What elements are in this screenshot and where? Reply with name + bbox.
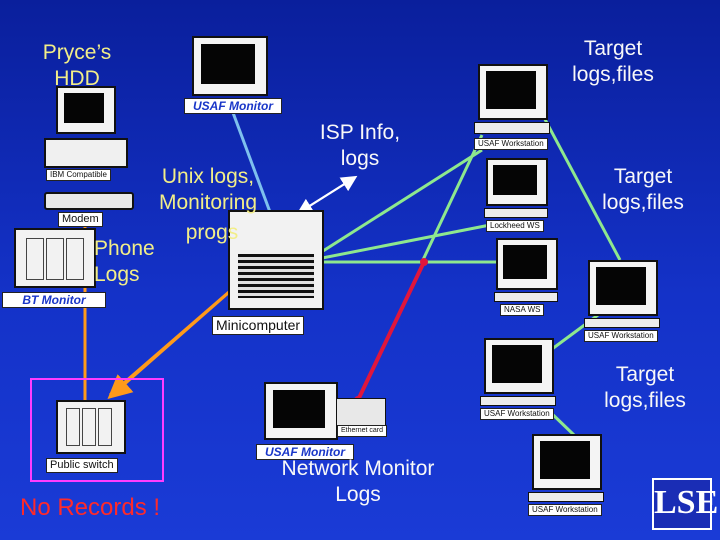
unix-logs-label: Unix logs, Monitoring [158,165,258,214]
usaf-workstation-1: USAF Workstation [474,64,552,150]
link-mini-to-lockheed [311,223,491,262]
usaf-monitor-top-label: USAF Monitor [184,98,282,114]
usaf-workstation-2: USAF Workstation [584,260,664,344]
ibm-compatible-pc: IBM Compatible [40,86,130,186]
usaf-monitor-bottom-label: USAF Monitor [256,444,354,460]
nasa-ws: NASA WS [494,238,560,318]
lockheed-ws: Lockheed WS [484,158,550,232]
usaf-monitor-link [230,109,272,213]
network-monitor-link [356,261,426,401]
network-monitor-logs-label: Network Monitor Logs [281,457,435,506]
ibm-compatible-label: IBM Compatible [46,169,111,181]
pryce-hdd-label: Pryce’s HDD [42,41,112,90]
usaf-workstation-3-label: USAF Workstation [480,408,554,420]
nasa-ws-label: NASA WS [500,304,545,316]
ethernet-card-label: Ethernet card [337,425,388,437]
link-usaf-ws1-to-usaf-ws2 [538,109,622,261]
phone-logs-label: Phone Logs [94,237,155,286]
bt-monitor: BT Monitor [2,228,106,314]
public-switch-label: Public switch [46,458,118,473]
network-node-top [420,258,428,266]
minicomputer-label: Minicomputer [212,316,305,335]
usaf-workstation-1-label: USAF Workstation [474,138,548,150]
lockheed-ws-label: Lockheed WS [486,220,544,232]
no-records-label: No Records ! [20,494,161,521]
modem: Modem [44,192,134,228]
target-files-top: Target logs,files [572,37,654,86]
public-switch: Public switch [42,396,152,473]
usaf-workstation-2-label: USAF Workstation [584,330,658,342]
progs-label: progs [185,221,239,244]
modem-label: Modem [58,212,103,227]
isp-info-label: ISP Info, logs [319,121,401,170]
bt-monitor-label: BT Monitor [2,292,106,308]
usaf-monitor-bottom: Ethernet card USAF Monitor [256,380,388,462]
usaf-workstation-4: USAF Workstation [528,434,608,518]
target-files-mid: Target logs,files [602,165,684,214]
minicomputer: Minicomputer [212,210,332,340]
public-switch-highlight [30,378,164,482]
usaf-workstation-4-label: USAF Workstation [528,504,602,516]
link-mini-to-usaf-ws1 [311,148,483,260]
ethernet-card: Ethernet card [336,398,388,437]
usaf-workstation-3: USAF Workstation [480,338,560,422]
lse-logo: LSE [652,478,718,530]
target-files-low: Target logs,files [604,363,686,412]
isp-arrow-back [296,177,355,215]
usaf-monitor-top: USAF Monitor [184,36,282,114]
link-mini-to-usaf-ws1-b [420,134,484,263]
